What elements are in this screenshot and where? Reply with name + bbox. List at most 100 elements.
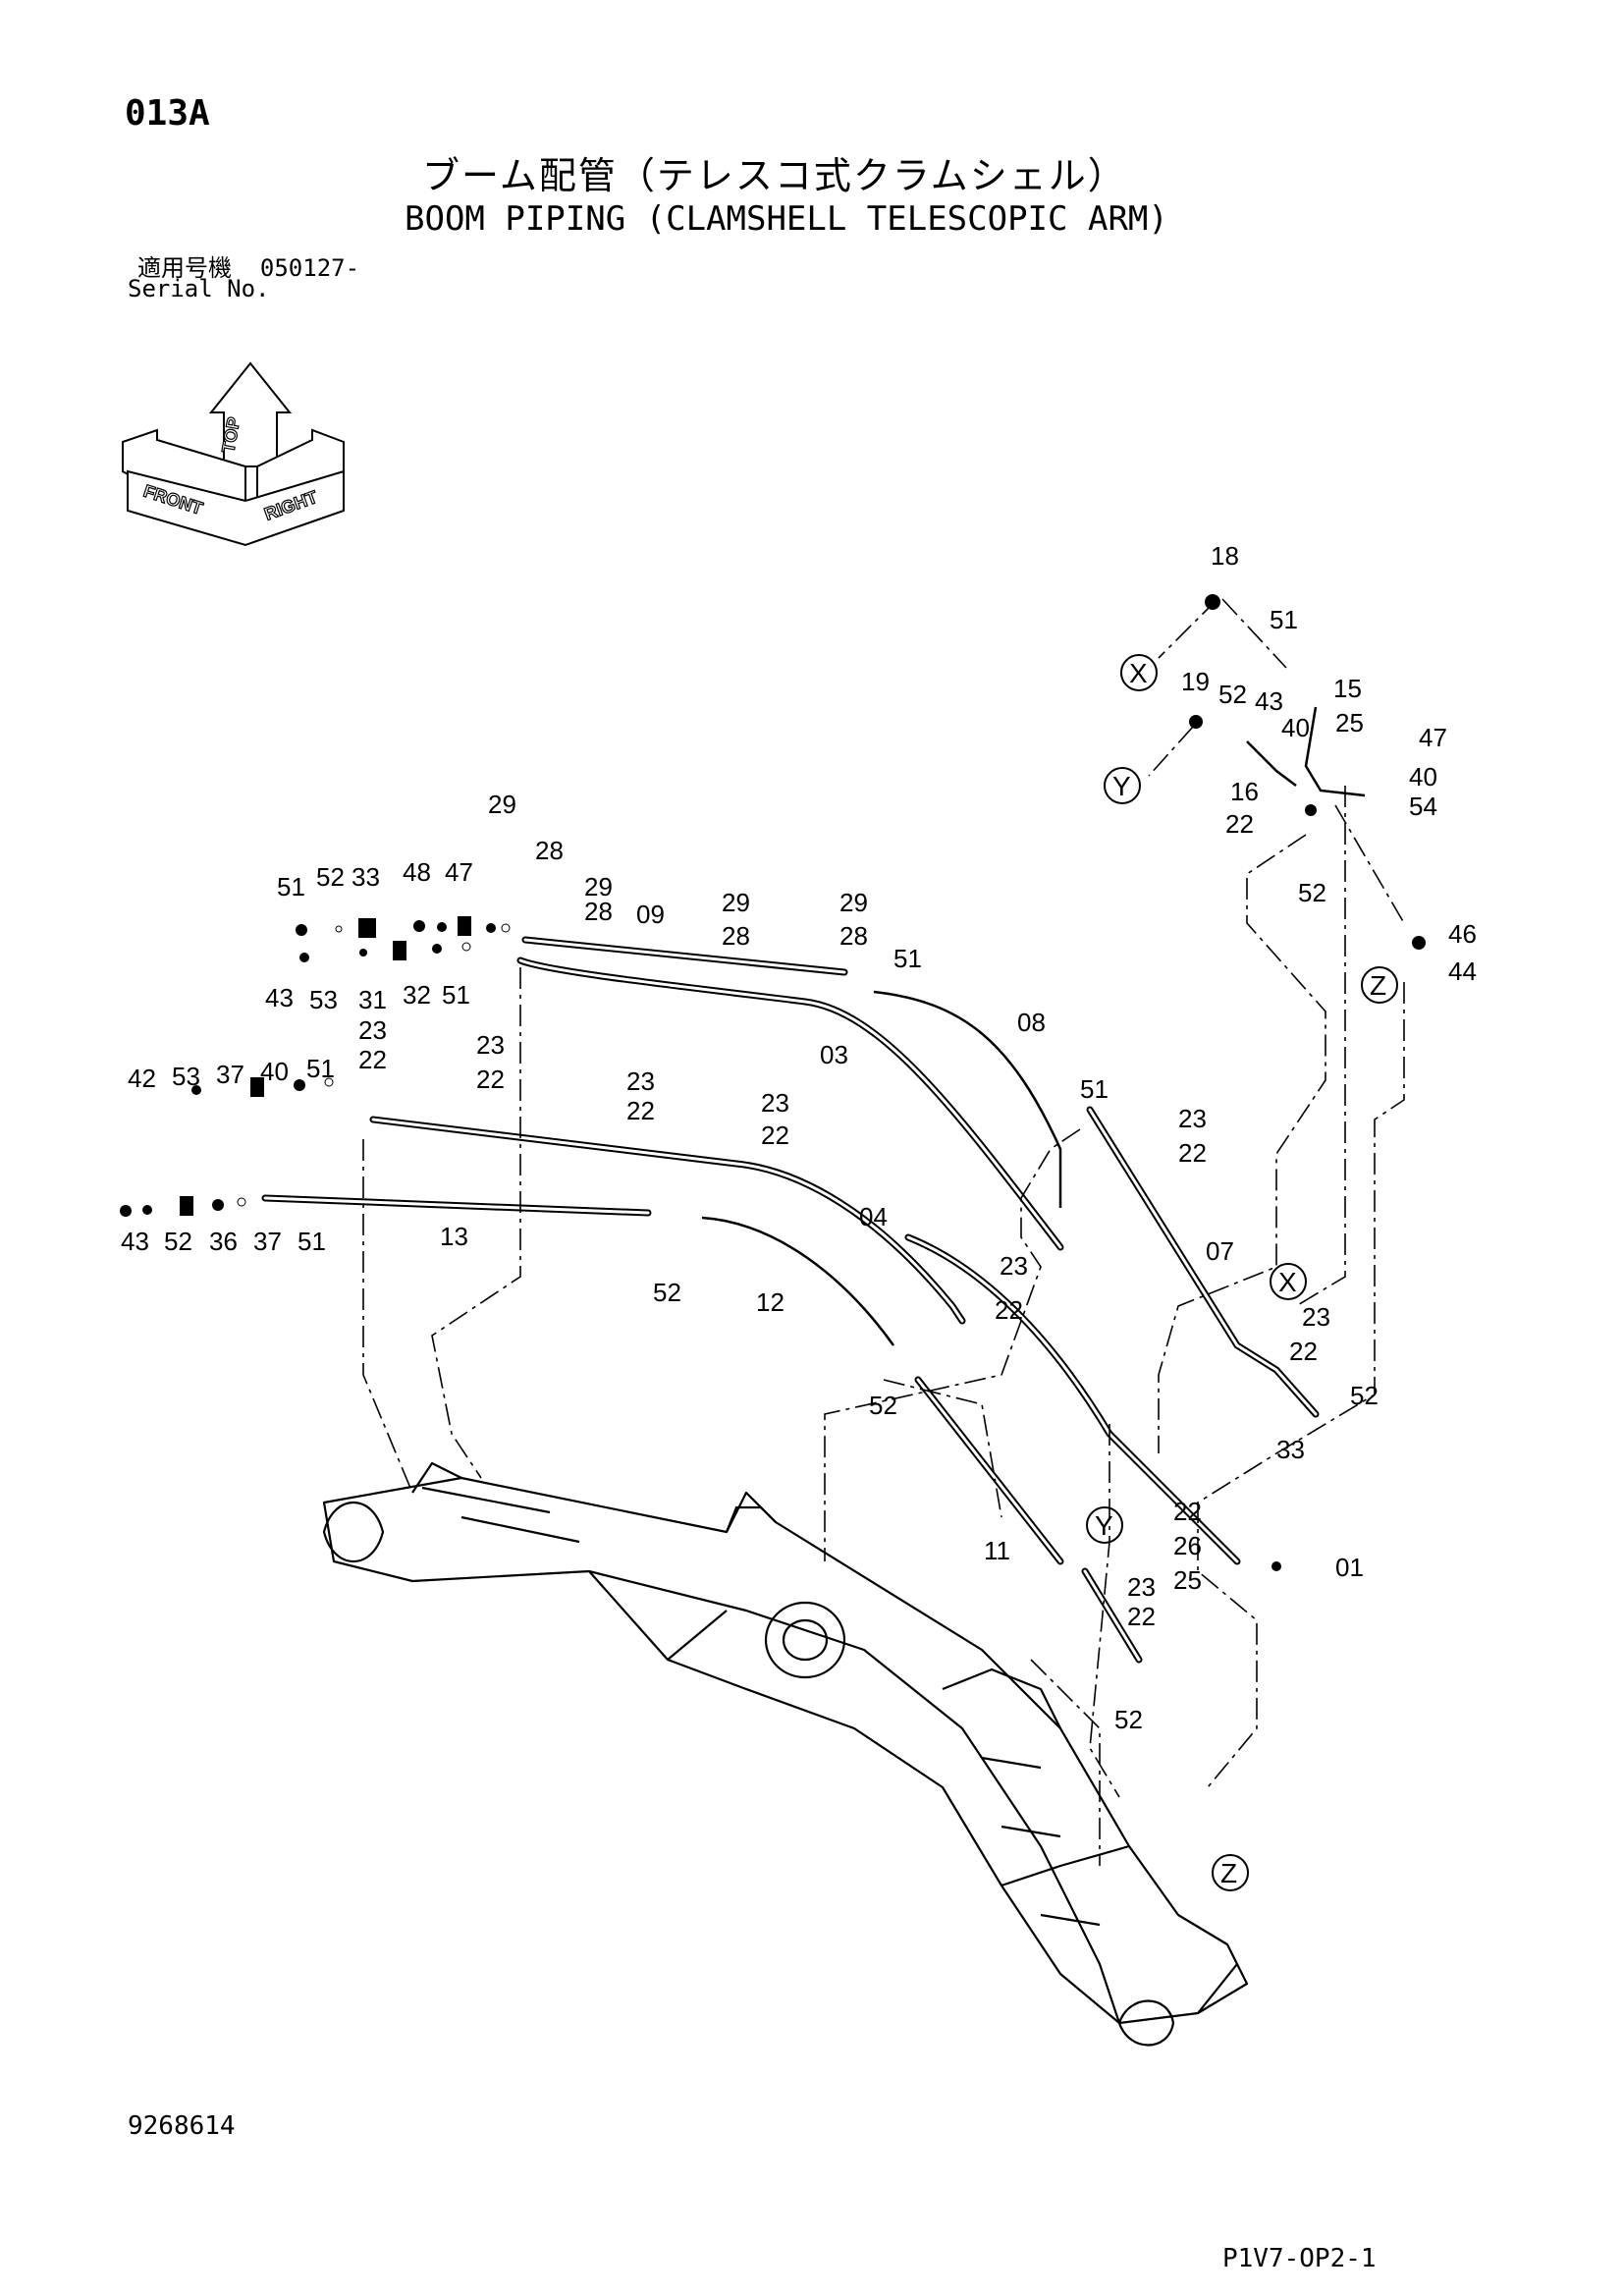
part-label: 23 <box>1000 1251 1028 1281</box>
fitting <box>358 918 376 938</box>
part-label: 03 <box>820 1040 848 1069</box>
part-label: 25 <box>1173 1565 1202 1595</box>
part-label: 11 <box>984 1536 1010 1565</box>
leader-lines <box>362 598 1405 1866</box>
part-label: 04 <box>859 1202 888 1231</box>
part-label: 44 <box>1448 957 1477 986</box>
part-label: 28 <box>584 897 613 926</box>
fitting <box>212 1199 224 1211</box>
ref-x-top-circle <box>1120 654 1158 691</box>
fitting <box>1205 594 1220 610</box>
fitting <box>250 1077 264 1097</box>
part-label: 40 <box>1409 762 1437 792</box>
part-label: 40 <box>1281 713 1310 742</box>
part-label: 08 <box>1017 1008 1046 1037</box>
sheet-code: P1V7-OP2-1 <box>1222 2244 1377 2273</box>
fitting <box>486 923 496 933</box>
fitting <box>1305 804 1317 816</box>
serial-value: 050127- <box>259 254 360 282</box>
fitting <box>393 941 406 960</box>
fitting <box>191 1085 201 1095</box>
part-label: 40 <box>260 1057 289 1086</box>
ref-z-bottom-circle <box>1212 1854 1249 1891</box>
part-label: 22 <box>1225 809 1254 839</box>
part-label: 22 <box>761 1121 789 1150</box>
direction-indicator: TOP FRONT RIGHT <box>122 361 345 547</box>
part-label: 52 <box>1298 878 1326 907</box>
fitting <box>294 1079 305 1091</box>
part-label: 07 <box>1206 1236 1234 1266</box>
ref-x-bottom-circle <box>1270 1263 1307 1300</box>
part-label: 22 <box>995 1295 1023 1325</box>
part-label: 29 <box>584 872 613 902</box>
part-label: 19 <box>1181 667 1210 696</box>
part-label: 51 <box>277 872 305 902</box>
base-block <box>127 469 345 547</box>
page-code: 013A <box>125 93 210 134</box>
fitting <box>335 925 343 933</box>
part-label: 51 <box>1080 1074 1109 1104</box>
pipe-03 <box>516 957 1064 1251</box>
fitting <box>432 944 442 954</box>
part-label: 23 <box>761 1088 789 1118</box>
part-label: 31 <box>358 985 387 1014</box>
part-label: 01 <box>1335 1553 1364 1582</box>
part-label: 52 <box>164 1227 192 1256</box>
part-label: 28 <box>839 921 868 951</box>
fitting <box>296 924 307 936</box>
part-label: 53 <box>309 985 338 1014</box>
fitting <box>458 916 471 936</box>
part-label: 23 <box>1127 1572 1156 1602</box>
part-label: 52 <box>1114 1705 1143 1734</box>
part-label: 43 <box>265 983 294 1012</box>
part-label: 23 <box>358 1015 387 1045</box>
part-label: 22 <box>1178 1138 1207 1168</box>
part-label: 48 <box>403 857 431 887</box>
fitting <box>501 923 511 933</box>
part-label: 28 <box>535 836 564 865</box>
part-label: 37 <box>253 1227 282 1256</box>
part-label: 22 <box>476 1065 505 1094</box>
part-label: 15 <box>1333 674 1362 703</box>
fitting <box>237 1197 246 1207</box>
fitting <box>299 953 309 962</box>
part-label: 29 <box>722 888 750 917</box>
fittings <box>120 594 1426 1571</box>
part-label: 22 <box>626 1096 655 1125</box>
ref-y-top-circle <box>1104 767 1141 804</box>
part-label: 54 <box>1409 792 1437 821</box>
part-label: 22 <box>1127 1602 1156 1631</box>
part-labels: 18 51 19 52 43 15 40 25 47 40 16 22 54 5… <box>121 541 1477 1734</box>
part-label: 51 <box>306 1054 335 1083</box>
title-japanese: ブーム配管（テレスコ式クラムシェル） <box>422 154 1127 197</box>
part-label: 52 <box>1218 680 1247 709</box>
part-label: 51 <box>442 980 470 1010</box>
fitting <box>461 942 471 952</box>
part-label: 36 <box>209 1227 238 1256</box>
fitting <box>180 1196 193 1216</box>
ref-z-bottom: Z <box>1220 1858 1237 1888</box>
part-label: 22 <box>1289 1337 1318 1366</box>
ref-y-top: Y <box>1112 771 1131 801</box>
part-label: 47 <box>445 857 473 887</box>
fitting <box>1412 936 1426 950</box>
part-label: 16 <box>1230 777 1259 806</box>
fitting <box>324 1077 334 1087</box>
fitting <box>359 949 367 957</box>
boom-structure <box>322 1461 1249 2047</box>
part-label: 53 <box>172 1062 200 1091</box>
document-number: 9268614 <box>128 2111 236 2141</box>
pipes <box>261 706 1366 1664</box>
part-label: 25 <box>1335 708 1364 738</box>
part-label: 23 <box>626 1066 655 1096</box>
part-label: 28 <box>722 921 750 951</box>
part-label: 37 <box>216 1060 244 1089</box>
part-label: 29 <box>488 790 516 819</box>
top-arrow <box>208 361 293 467</box>
part-label: 43 <box>1255 686 1283 716</box>
part-label: 23 <box>476 1030 505 1060</box>
reference-markers: X Y Z X Y Z <box>1086 654 1398 1891</box>
ref-x-bottom: X <box>1278 1267 1297 1297</box>
part-label: 51 <box>893 944 922 973</box>
